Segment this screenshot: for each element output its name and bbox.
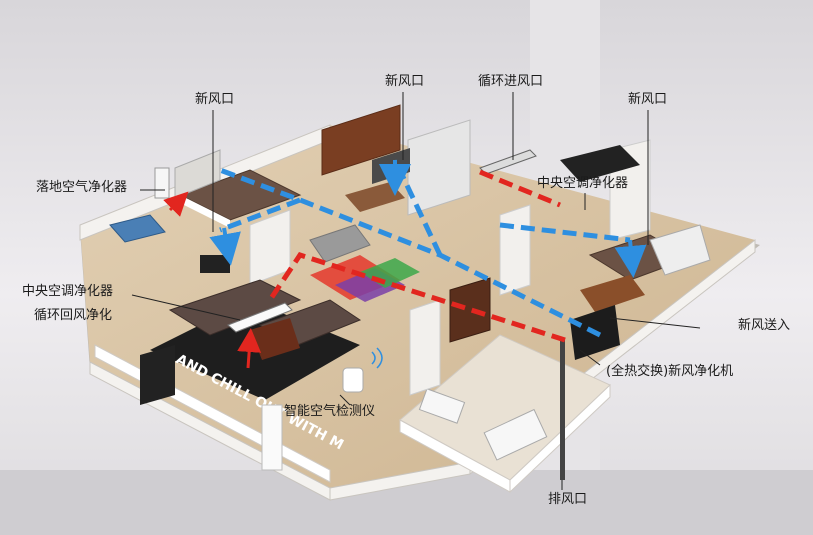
label-circulation-inlet: 循环进风口 xyxy=(478,74,544,89)
bedroom-desk xyxy=(109,214,166,243)
bedroom-headboard-left xyxy=(174,149,221,199)
tv-right xyxy=(560,145,640,182)
callout-lines xyxy=(131,92,701,490)
return-air-arrows xyxy=(163,191,262,369)
central-ac-unit-left xyxy=(227,302,293,333)
apartment-floor xyxy=(80,125,755,488)
floor-lamp-column xyxy=(261,404,283,471)
label-circulation-return: 循环回风净化 xyxy=(34,308,113,323)
label-erv-unit: (全热交换)新风净化机 xyxy=(606,364,734,379)
tv-screen xyxy=(140,345,175,405)
callout-line-central-ac-left xyxy=(131,294,241,321)
label-fresh-air-supply: 新风送入 xyxy=(738,318,791,333)
bathroom-sink xyxy=(418,388,466,424)
partition-center xyxy=(499,204,531,296)
label-fresh-air-inlet-center: 新风口 xyxy=(385,74,425,89)
smart-air-monitor-device xyxy=(342,367,364,393)
label-central-ac-purifier-left: 中央空调净化器 xyxy=(22,284,114,299)
bedroom-side-table xyxy=(200,255,230,273)
living-sofa-left xyxy=(168,279,302,336)
fresh-air-duct-left xyxy=(219,197,301,233)
kitchen-cabinets xyxy=(321,104,401,176)
fresh-air-arrows xyxy=(209,160,647,278)
label-fresh-air-inlet-left: 新风口 xyxy=(195,92,235,107)
return-arrow-up xyxy=(237,328,262,369)
wifi-signal-icon xyxy=(371,347,383,369)
bathroom-vanity xyxy=(483,408,548,461)
bedroom-headboard-right xyxy=(649,224,711,276)
bedroom-bed-left-sheet xyxy=(180,195,230,228)
label-floor-purifier: 落地空气净化器 xyxy=(36,180,128,195)
exhaust-flow-paths xyxy=(267,169,566,343)
label-exhaust-outlet: 排风口 xyxy=(548,492,588,507)
return-arrow-bedroom xyxy=(163,191,189,217)
fresh-air-duct-main xyxy=(219,167,602,338)
fresh-air-duct-right xyxy=(499,222,631,243)
exhaust-duct xyxy=(560,340,565,480)
exhaust-duct-main xyxy=(267,252,566,343)
fresh-air-arrow-right xyxy=(614,239,647,278)
living-couch-grey xyxy=(309,224,371,263)
callout-line-fresh-supply xyxy=(609,317,701,329)
bookshelf xyxy=(449,277,491,343)
coffee-table xyxy=(250,318,300,360)
label-central-ac-purifier-right: 中央空调净化器 xyxy=(537,176,629,191)
label-smart-air-monitor: 智能空气检测仪 xyxy=(284,404,376,419)
background-floor xyxy=(0,470,813,535)
label-fresh-air-inlet-right: 新风口 xyxy=(628,92,668,107)
callout-line-monitor xyxy=(339,394,351,406)
floor-purifier-device xyxy=(154,167,170,199)
callout-line-erv xyxy=(579,349,601,366)
right-desk xyxy=(580,275,645,312)
return-duct-right xyxy=(479,169,561,208)
partition-door-right xyxy=(409,299,441,396)
fresh-air-arrow-left xyxy=(209,227,241,266)
